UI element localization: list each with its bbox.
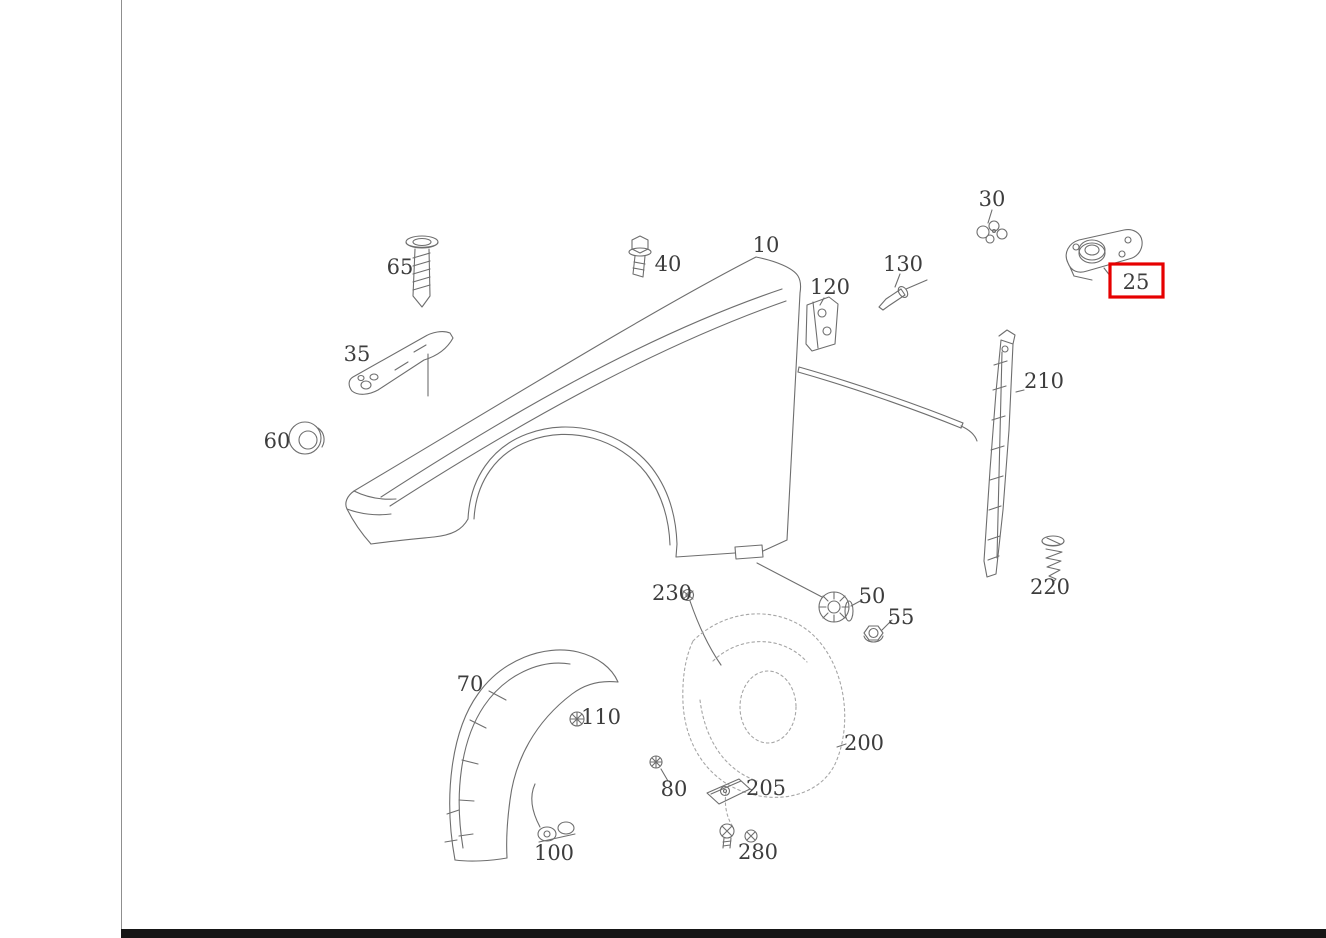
- molding-strip-drawing: [797, 366, 978, 442]
- clips-30-drawing: [976, 220, 1008, 244]
- part-label-50[interactable]: 50: [859, 584, 886, 608]
- part-label-130[interactable]: 130: [883, 252, 923, 276]
- screw-80-drawing: [649, 755, 663, 769]
- screw-65-drawing: [405, 235, 439, 308]
- part-label-65[interactable]: 65: [387, 255, 414, 279]
- part-label-280[interactable]: 280: [738, 840, 778, 864]
- part-label-100[interactable]: 100: [534, 841, 574, 865]
- part-label-205[interactable]: 205: [746, 776, 786, 800]
- window-frame: [121, 0, 1326, 938]
- bottom-bar: [121, 929, 1326, 938]
- rivet-130-drawing: [878, 279, 928, 311]
- liner-70-drawing: [444, 649, 619, 862]
- part-label-60[interactable]: 60: [264, 429, 291, 453]
- panel-210-drawing: [983, 329, 1016, 578]
- bracket-25-drawing: [1065, 229, 1143, 281]
- part-label-120[interactable]: 120: [810, 275, 850, 299]
- part-label-210[interactable]: 210: [1024, 369, 1064, 393]
- bracket-35-drawing: [348, 331, 454, 397]
- part-label-30[interactable]: 30: [979, 187, 1006, 211]
- part-label-40[interactable]: 40: [655, 252, 682, 276]
- fender-part-10-drawing: [345, 256, 802, 560]
- screw-110-drawing: [569, 711, 585, 727]
- part-label-55[interactable]: 55: [888, 605, 915, 629]
- part-label-25[interactable]: 25: [1123, 270, 1150, 294]
- part-label-110[interactable]: 110: [581, 705, 621, 729]
- screws-280-drawing: [719, 823, 758, 849]
- part-label-230[interactable]: 230: [652, 581, 692, 605]
- leader-lines: [488, 209, 1112, 791]
- clip-230-drawing: [681, 588, 722, 666]
- bracket-120-drawing: [805, 296, 839, 352]
- part-label-70[interactable]: 70: [457, 672, 484, 696]
- part-label-220[interactable]: 220: [1030, 575, 1070, 599]
- part-label-200[interactable]: 200: [844, 731, 884, 755]
- part-label-80[interactable]: 80: [661, 777, 688, 801]
- nut-55-drawing: [863, 625, 884, 643]
- part-label-10[interactable]: 10: [753, 233, 780, 257]
- grommet-60-drawing: [288, 421, 325, 455]
- bracket-100-drawing: [531, 783, 576, 843]
- grommet-50-drawing: [818, 591, 854, 623]
- part-label-35[interactable]: 35: [344, 342, 371, 366]
- liner-200-drawing: [682, 613, 846, 828]
- bolt-40-drawing: [628, 235, 652, 278]
- screw-220-drawing: [1041, 535, 1065, 583]
- highlight-box: [1108, 262, 1165, 299]
